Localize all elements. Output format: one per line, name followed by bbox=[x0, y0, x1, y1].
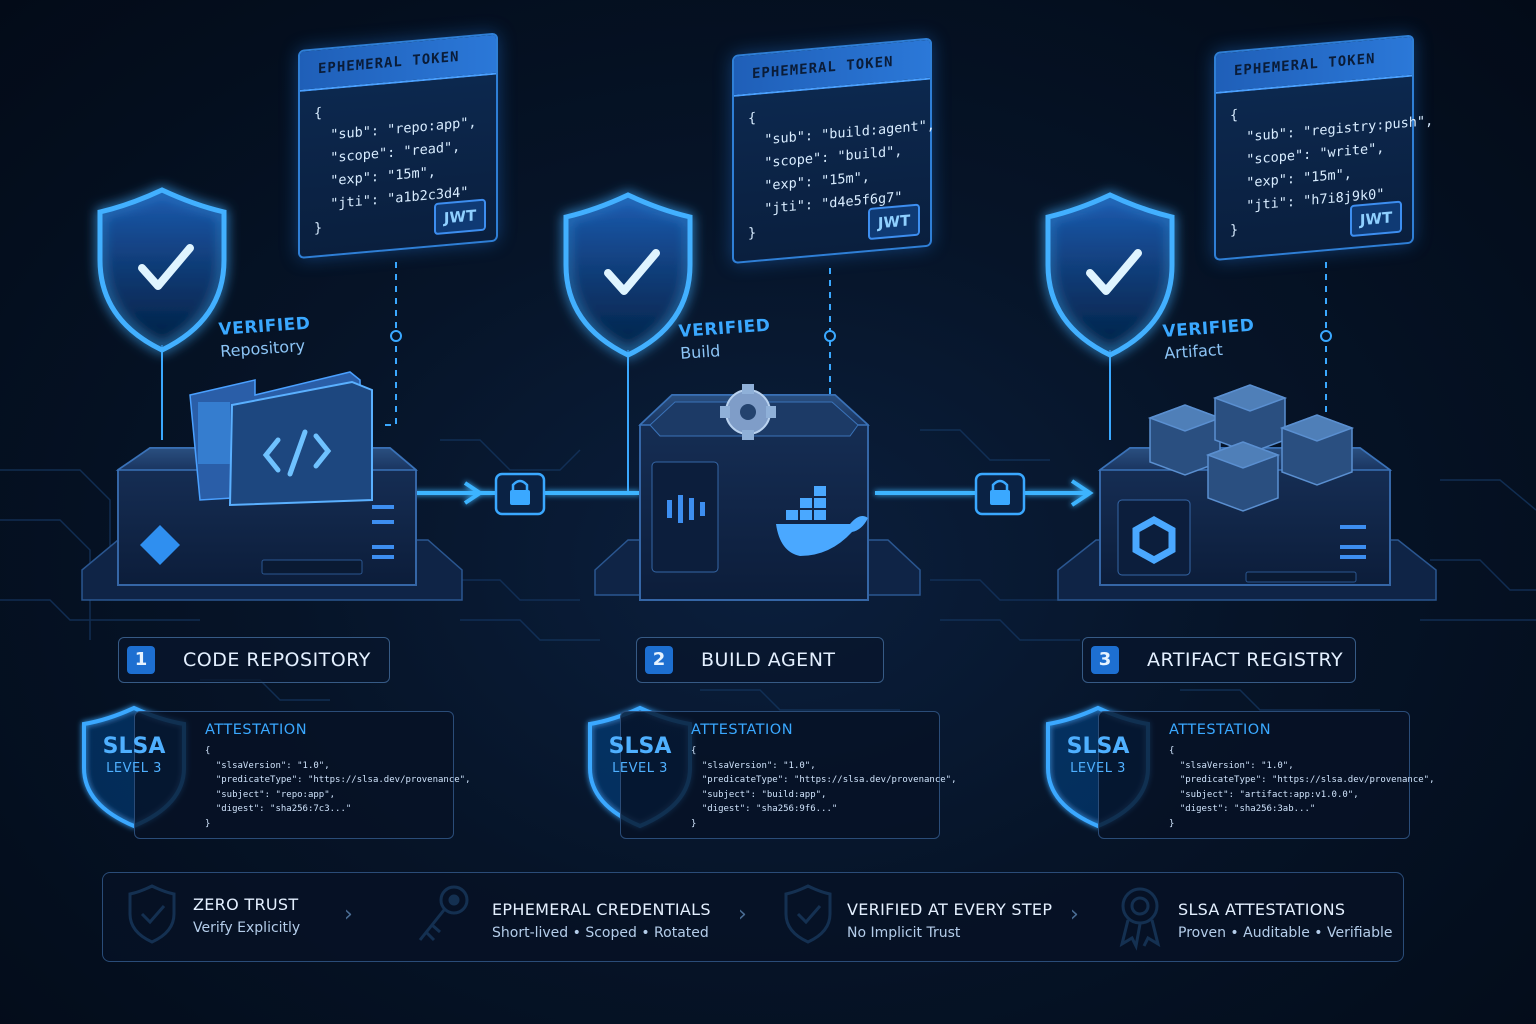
cubes-icon bbox=[1147, 384, 1355, 512]
feature-title: SLSA ATTESTATIONS bbox=[1178, 900, 1346, 919]
feature-subtitle: Short-lived • Scoped • Rotated bbox=[492, 925, 709, 941]
stage-number: 1 bbox=[127, 646, 155, 674]
artifact-registry-server bbox=[1057, 384, 1437, 601]
attestation-json: { "slsaVersion": "1.0", "predicateType":… bbox=[205, 746, 471, 829]
feature-slsa-attestations: SLSA ATTESTATIONS Proven • Auditable • V… bbox=[1178, 900, 1393, 941]
verified-label-artifact: VERIFIED Artifact bbox=[1162, 316, 1256, 363]
slsa-badge-build: SLSA LEVEL 3 bbox=[590, 734, 690, 776]
stage-title: ARTIFACT REGISTRY bbox=[1147, 649, 1344, 671]
chevron-right-icon: › bbox=[738, 902, 747, 927]
ephemeral-token-card-registry: EPHEMERAL TOKEN { "sub": "registry:push"… bbox=[1214, 34, 1433, 262]
slsa-label: SLSA bbox=[608, 734, 672, 759]
attestation-json: { "slsaVersion": "1.0", "predicateType":… bbox=[1169, 746, 1435, 829]
feature-subtitle: Proven • Auditable • Verifiable bbox=[1178, 925, 1393, 941]
slsa-level: LEVEL 3 bbox=[106, 761, 162, 776]
slsa-badge-registry: SLSA LEVEL 3 bbox=[1048, 734, 1148, 776]
feature-subtitle: No Implicit Trust bbox=[847, 925, 961, 941]
chevron-right-icon: › bbox=[1070, 902, 1079, 927]
slsa-level: LEVEL 3 bbox=[612, 761, 668, 776]
attestation-header: ATTESTATION bbox=[205, 722, 308, 738]
stage-number: 3 bbox=[1091, 646, 1119, 674]
attestation-panel-registry: ATTESTATION { "slsaVersion": "1.0", "pre… bbox=[1098, 711, 1435, 839]
check-icon bbox=[138, 244, 1142, 295]
jwt-badge: JWT bbox=[1350, 200, 1402, 238]
verified-label-build: VERIFIED Build bbox=[678, 316, 772, 363]
slsa-label: SLSA bbox=[102, 734, 166, 759]
gear-icon bbox=[720, 384, 776, 440]
feature-title: VERIFIED AT EVERY STEP bbox=[847, 900, 1053, 919]
principles-bar bbox=[102, 872, 1404, 962]
ephemeral-token-card-repo: EPHEMERAL TOKEN { "sub": "repo:app", "sc… bbox=[298, 32, 498, 260]
chevron-right-icon: › bbox=[344, 902, 353, 927]
stage-artifact-registry: 3 ARTIFACT REGISTRY bbox=[1082, 637, 1356, 683]
feature-title: ZERO TRUST bbox=[193, 895, 299, 914]
verified-shields bbox=[97, 187, 1175, 358]
feature-verified-every-step: VERIFIED AT EVERY STEP No Implicit Trust bbox=[847, 900, 1052, 941]
attestation-panel-repo: ATTESTATION { "slsaVersion": "1.0", "pre… bbox=[134, 711, 471, 839]
flow-arrows bbox=[412, 479, 1094, 507]
jwt-badge: JWT bbox=[434, 198, 486, 236]
slsa-badge-repo: SLSA LEVEL 3 bbox=[84, 734, 184, 776]
feature-zero-trust: ZERO TRUST Verify Explicitly bbox=[193, 895, 300, 936]
stage-title: BUILD AGENT bbox=[701, 649, 836, 671]
attestation-header: ATTESTATION bbox=[1169, 722, 1272, 738]
build-agent-box bbox=[594, 384, 921, 601]
stage-code-repository: 1 CODE REPOSITORY bbox=[118, 637, 390, 683]
attestation-json: { "slsaVersion": "1.0", "predicateType":… bbox=[691, 746, 957, 829]
stage-number: 2 bbox=[645, 646, 673, 674]
lock-icon bbox=[494, 472, 1026, 516]
registry-icon bbox=[1132, 515, 1176, 565]
attestation-header: ATTESTATION bbox=[691, 722, 794, 738]
circuit-traces bbox=[0, 429, 1536, 711]
docker-icon bbox=[776, 486, 868, 556]
slsa-level: LEVEL 3 bbox=[1070, 761, 1126, 776]
stage-build-agent: 2 BUILD AGENT bbox=[636, 637, 884, 683]
feature-title: EPHEMERAL CREDENTIALS bbox=[492, 900, 711, 919]
git-icon bbox=[140, 525, 180, 565]
attestation-panel-build: ATTESTATION { "slsaVersion": "1.0", "pre… bbox=[620, 711, 957, 839]
feature-subtitle: Verify Explicitly bbox=[193, 920, 301, 936]
repository-server bbox=[81, 371, 463, 601]
slsa-label: SLSA bbox=[1066, 734, 1130, 759]
jwt-badge: JWT bbox=[868, 203, 920, 241]
code-icon bbox=[262, 429, 332, 477]
verified-label-repository: VERIFIED Repository bbox=[218, 314, 312, 361]
stage-title: CODE REPOSITORY bbox=[183, 649, 371, 671]
feature-ephemeral-credentials: EPHEMERAL CREDENTIALS Short-lived • Scop… bbox=[492, 900, 711, 941]
ephemeral-token-card-build: EPHEMERAL TOKEN { "sub": "build:agent", … bbox=[732, 37, 935, 265]
